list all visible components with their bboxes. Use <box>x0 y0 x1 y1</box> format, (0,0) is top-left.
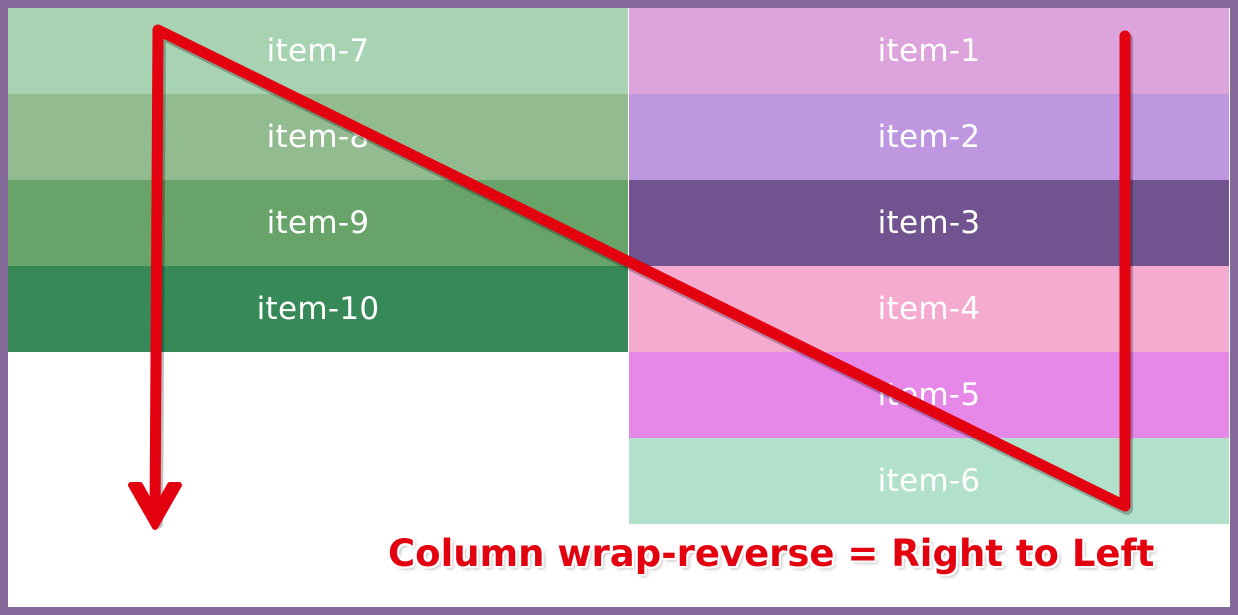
flex-item-4: item-4 <box>629 266 1229 352</box>
flex-item-8: item-8 <box>8 94 628 180</box>
flex-item-1: item-1 <box>629 8 1229 94</box>
flex-item-10: item-10 <box>8 266 628 352</box>
flex-item-6: item-6 <box>629 438 1229 524</box>
caption-label: Column wrap-reverse = Right to Left <box>388 532 1155 575</box>
left-column: item-7 item-8 item-9 item-10 <box>8 8 628 352</box>
flex-item-3: item-3 <box>629 180 1229 266</box>
flex-item-5: item-5 <box>629 352 1229 438</box>
right-column: item-1 item-2 item-3 item-4 item-5 item-… <box>629 8 1229 524</box>
flex-item-2: item-2 <box>629 94 1229 180</box>
flex-item-7: item-7 <box>8 8 628 94</box>
flex-item-9: item-9 <box>8 180 628 266</box>
